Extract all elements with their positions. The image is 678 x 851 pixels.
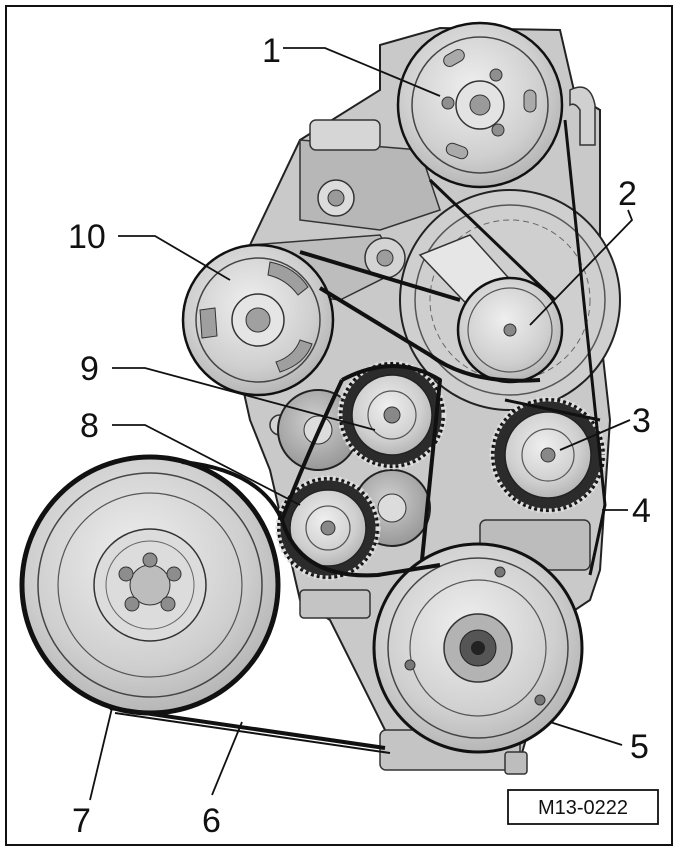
poly-v-belt bbox=[109, 250, 541, 754]
leader-6 bbox=[211, 721, 243, 796]
leader-7 bbox=[89, 707, 113, 801]
callout-8: 8 bbox=[80, 407, 99, 445]
reference-code-box: M13-0222 bbox=[507, 789, 659, 825]
tensioner-pulley bbox=[181, 243, 335, 397]
leader-3 bbox=[559, 419, 631, 451]
callout-7: 7 bbox=[72, 802, 91, 840]
leader-2 bbox=[529, 209, 634, 326]
callout-4: 4 bbox=[632, 492, 651, 530]
leader-10 bbox=[118, 235, 231, 281]
reference-code: M13-0222 bbox=[538, 797, 628, 819]
callout-3: 3 bbox=[632, 402, 651, 440]
power-steering-pump-pulley bbox=[396, 21, 564, 189]
callout-1: 1 bbox=[262, 32, 281, 70]
leader-8 bbox=[112, 424, 301, 506]
leader-lines bbox=[89, 47, 634, 801]
leader-5 bbox=[549, 721, 623, 746]
callout-9: 9 bbox=[80, 350, 99, 388]
callout-5: 5 bbox=[630, 728, 649, 766]
crankshaft-pulley bbox=[19, 454, 281, 716]
ac-compressor-pulley bbox=[372, 542, 584, 754]
leader-1 bbox=[283, 47, 441, 97]
leader-9 bbox=[112, 367, 376, 431]
callout-10: 10 bbox=[68, 218, 106, 256]
callout-6: 6 bbox=[202, 802, 221, 840]
ac-drive-belt bbox=[428, 119, 607, 576]
guide-roller-upper bbox=[337, 360, 447, 470]
callout-2: 2 bbox=[618, 175, 637, 213]
guide-roller-right bbox=[489, 396, 607, 514]
alternator-pulley bbox=[456, 276, 564, 384]
